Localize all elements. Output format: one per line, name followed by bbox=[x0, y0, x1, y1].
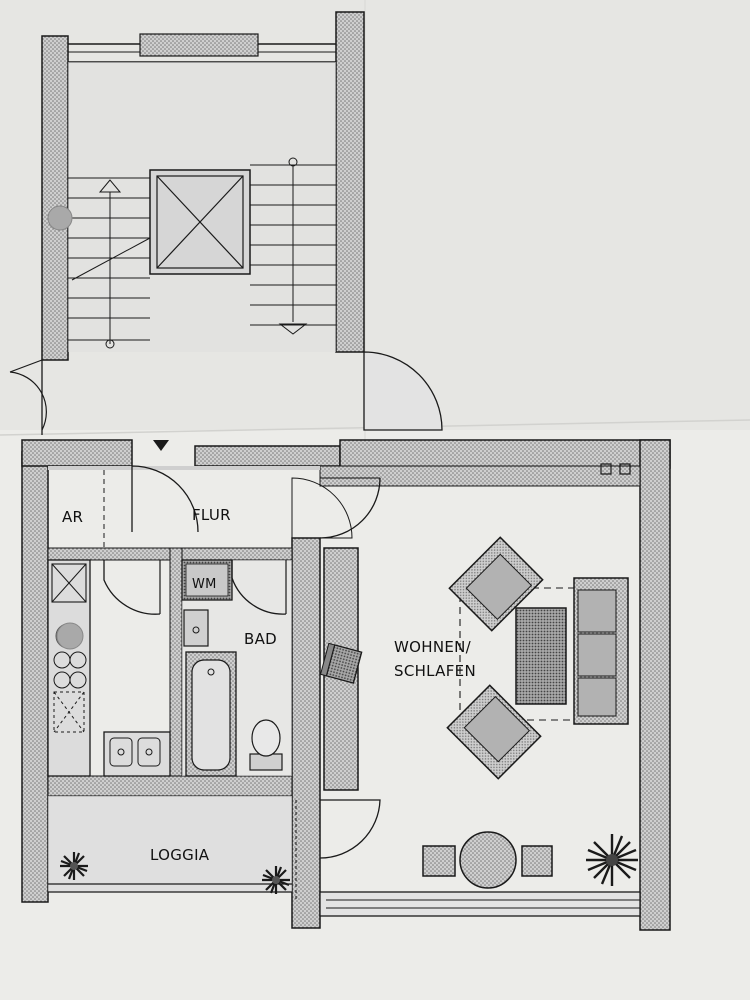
label-washing-machine: WM bbox=[192, 577, 217, 592]
dining-table bbox=[459, 831, 517, 889]
door-swing bbox=[319, 477, 381, 539]
coffee-table bbox=[515, 607, 567, 705]
wall bbox=[339, 439, 671, 469]
room-label-wohnen: WOHNEN/ bbox=[394, 638, 472, 656]
door-swing bbox=[231, 560, 287, 615]
plant-icon bbox=[262, 866, 290, 894]
flue bbox=[600, 463, 612, 475]
punch-hole bbox=[56, 622, 84, 650]
door-swing bbox=[363, 351, 443, 431]
armchair bbox=[448, 536, 544, 632]
room-label-loggia: LOGGIA bbox=[150, 846, 210, 864]
plant-icon bbox=[586, 834, 638, 886]
room-label-schlafen: SCHLAFEN bbox=[394, 662, 476, 680]
apartment bbox=[21, 439, 671, 931]
wall bbox=[319, 465, 641, 487]
wall bbox=[194, 445, 341, 467]
entrance-arrow-icon bbox=[153, 440, 169, 451]
dining-chair bbox=[422, 845, 456, 877]
wall bbox=[21, 439, 133, 467]
bathroom-sink bbox=[183, 609, 209, 647]
loggia-floor bbox=[48, 796, 292, 892]
dining-chair bbox=[521, 845, 553, 877]
desk-chair bbox=[319, 642, 363, 684]
window-lintel bbox=[139, 33, 259, 57]
plant-icon bbox=[60, 852, 88, 880]
room-label-flur: FLUR bbox=[192, 506, 231, 524]
stair-flight-left bbox=[68, 177, 151, 349]
wall bbox=[169, 547, 183, 781]
stairwell bbox=[9, 11, 443, 435]
wall bbox=[41, 35, 69, 361]
armchair bbox=[446, 684, 542, 780]
toilet bbox=[251, 719, 281, 757]
wall bbox=[21, 451, 49, 903]
window-wall bbox=[319, 891, 641, 917]
kitchen-counter bbox=[47, 559, 91, 777]
flue bbox=[619, 463, 631, 475]
door-swing bbox=[319, 799, 381, 859]
stair-flight-right bbox=[250, 157, 336, 335]
wall bbox=[335, 11, 365, 353]
door-swing bbox=[131, 465, 199, 533]
punch-hole bbox=[47, 205, 73, 231]
wall bbox=[47, 775, 293, 797]
wall bbox=[639, 439, 671, 931]
door-swing bbox=[103, 560, 161, 615]
room-label-ar: AR bbox=[62, 508, 83, 526]
room-label-bad: BAD bbox=[244, 630, 277, 648]
wall bbox=[291, 537, 321, 929]
